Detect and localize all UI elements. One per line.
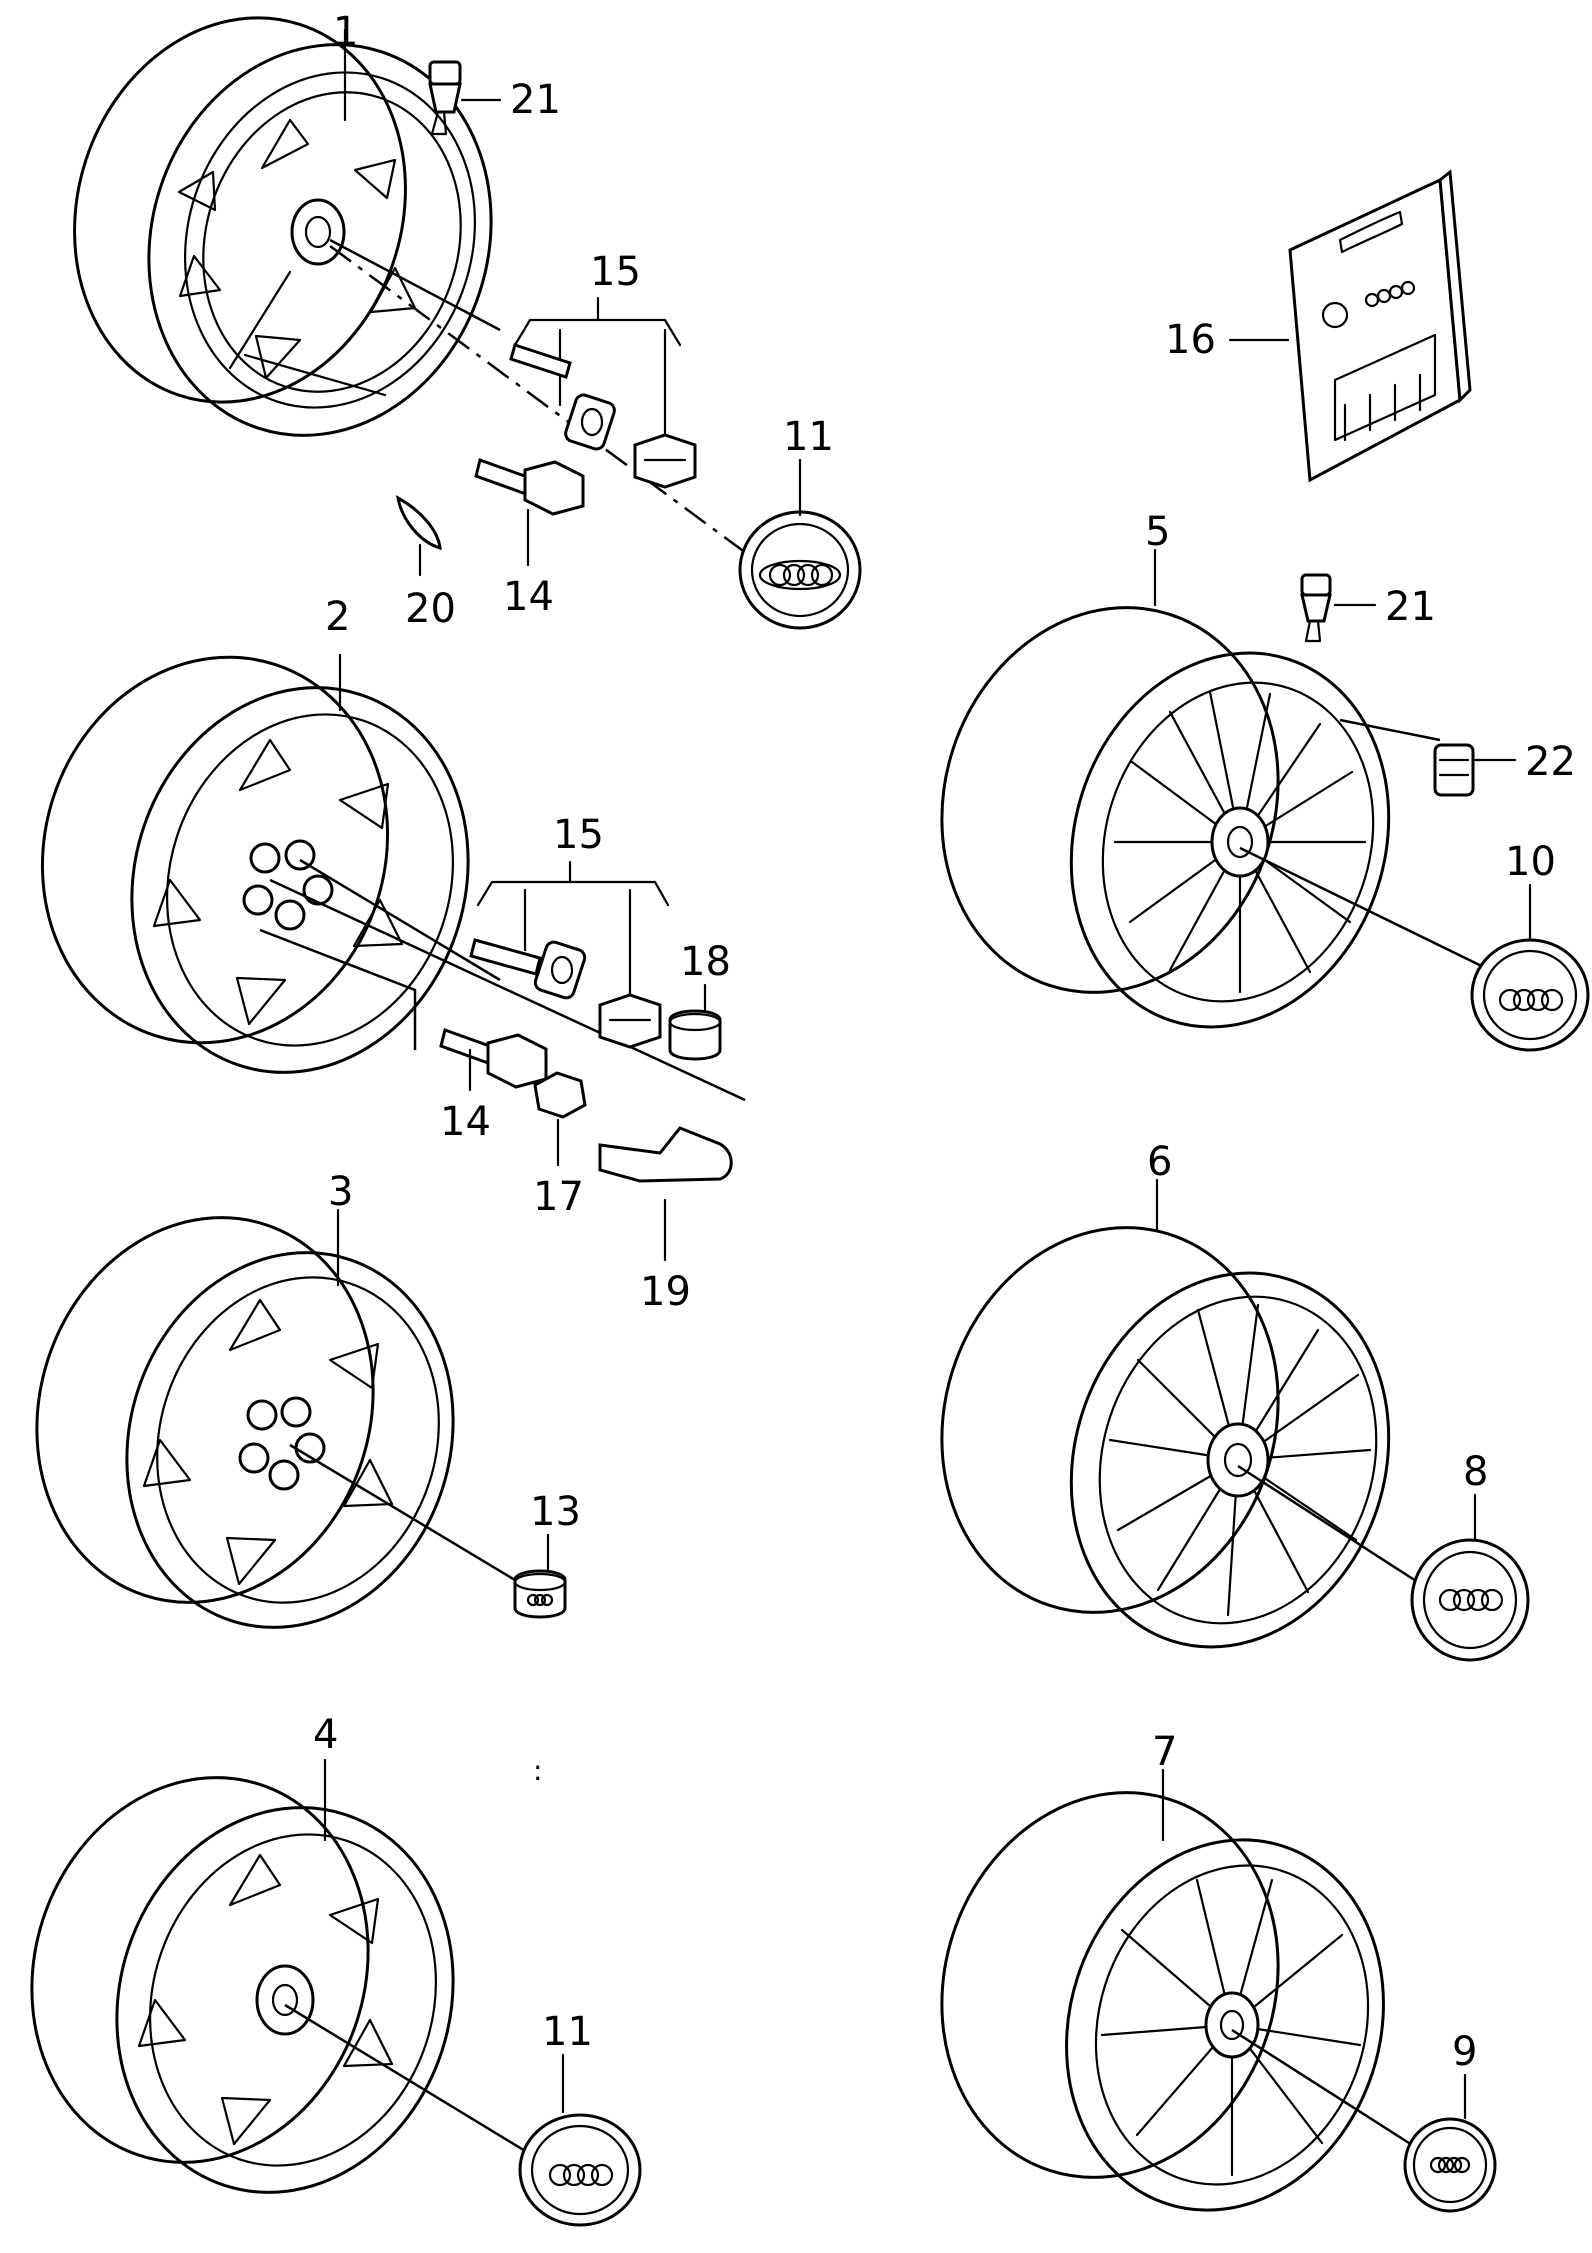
wheel-bolt-14a [474, 458, 585, 516]
axis-wheel-6 [1237, 1464, 1431, 1592]
part-20 [395, 495, 442, 551]
wheel-2 [40, 655, 470, 1074]
label-v21b: 21 [1385, 584, 1436, 630]
label-w2: 2 [325, 594, 350, 640]
valve-stem-21a [428, 60, 462, 136]
kit-package-16 [1288, 169, 1472, 483]
axis-wheel-3 [289, 1443, 516, 1582]
axis-wheel-1 [329, 244, 751, 558]
label-c11b: 11 [542, 2009, 593, 2055]
bracket-15a [513, 318, 682, 347]
label-c9: 9 [1452, 2029, 1477, 2075]
axis-wheel-2c [259, 928, 417, 1050]
label-b14b: 14 [440, 1099, 491, 1145]
label-b14a: 14 [503, 574, 554, 620]
center-cap-13 [513, 1569, 567, 1619]
tool-19 [598, 1126, 733, 1183]
axis-wheel-5b [1339, 718, 1441, 742]
wheel-6 [940, 1226, 1391, 1649]
label-w4: 4 [313, 1712, 338, 1758]
wheel-7 [940, 1791, 1385, 2212]
valve-stem-21b [1300, 573, 1332, 643]
center-cap-11b [518, 2113, 642, 2227]
stray-mark: : [533, 1754, 542, 1787]
label-p20: 20 [405, 586, 456, 632]
label-w1: 1 [333, 9, 358, 55]
locking-nut-15b [598, 993, 662, 1049]
label-v21a: 21 [510, 77, 561, 123]
axis-wheel-4 [284, 2003, 541, 2162]
locking-bolt-15a [509, 343, 616, 451]
label-n17: 17 [533, 1174, 584, 1220]
center-cap-11a [738, 510, 862, 630]
label-k16: 16 [1165, 317, 1216, 363]
nut-17 [533, 1071, 587, 1119]
locking-nut-15a [633, 433, 697, 489]
bracket-15b [476, 880, 670, 907]
label-c13: 13 [530, 1489, 581, 1535]
label-w6: 6 [1147, 1139, 1172, 1185]
label-b15b: 15 [553, 812, 604, 858]
bolt-cap-18 [668, 1009, 722, 1061]
locking-bolt-15b [469, 938, 587, 1000]
label-c8: 8 [1463, 1449, 1488, 1495]
label-w3: 3 [328, 1169, 353, 1215]
label-b15a: 15 [590, 249, 641, 295]
wheel-bolt-14b [439, 1028, 548, 1089]
label-c10: 10 [1505, 839, 1556, 885]
axis-wheel-5 [1239, 846, 1501, 977]
wheel-5 [940, 606, 1391, 1029]
valve-cap-22 [1433, 743, 1475, 797]
center-cap-10 [1470, 938, 1590, 1052]
center-cap-8 [1410, 1538, 1530, 1662]
wheel-3 [35, 1216, 455, 1629]
label-v22: 22 [1525, 739, 1576, 785]
wheel-1 [73, 16, 493, 437]
label-w7: 7 [1152, 1729, 1177, 1775]
label-c11a: 11 [783, 414, 834, 460]
wheel-4 [30, 1776, 455, 2194]
axis-wheel-2b [299, 858, 501, 982]
axis-wheel-2a [269, 878, 746, 1102]
axis-wheel-7 [1231, 2028, 1421, 2152]
label-n18: 18 [680, 939, 731, 985]
label-t19: 19 [640, 1269, 691, 1315]
center-cap-9 [1403, 2117, 1497, 2213]
label-w5: 5 [1145, 509, 1170, 555]
axis-bolt-1 [329, 238, 501, 332]
